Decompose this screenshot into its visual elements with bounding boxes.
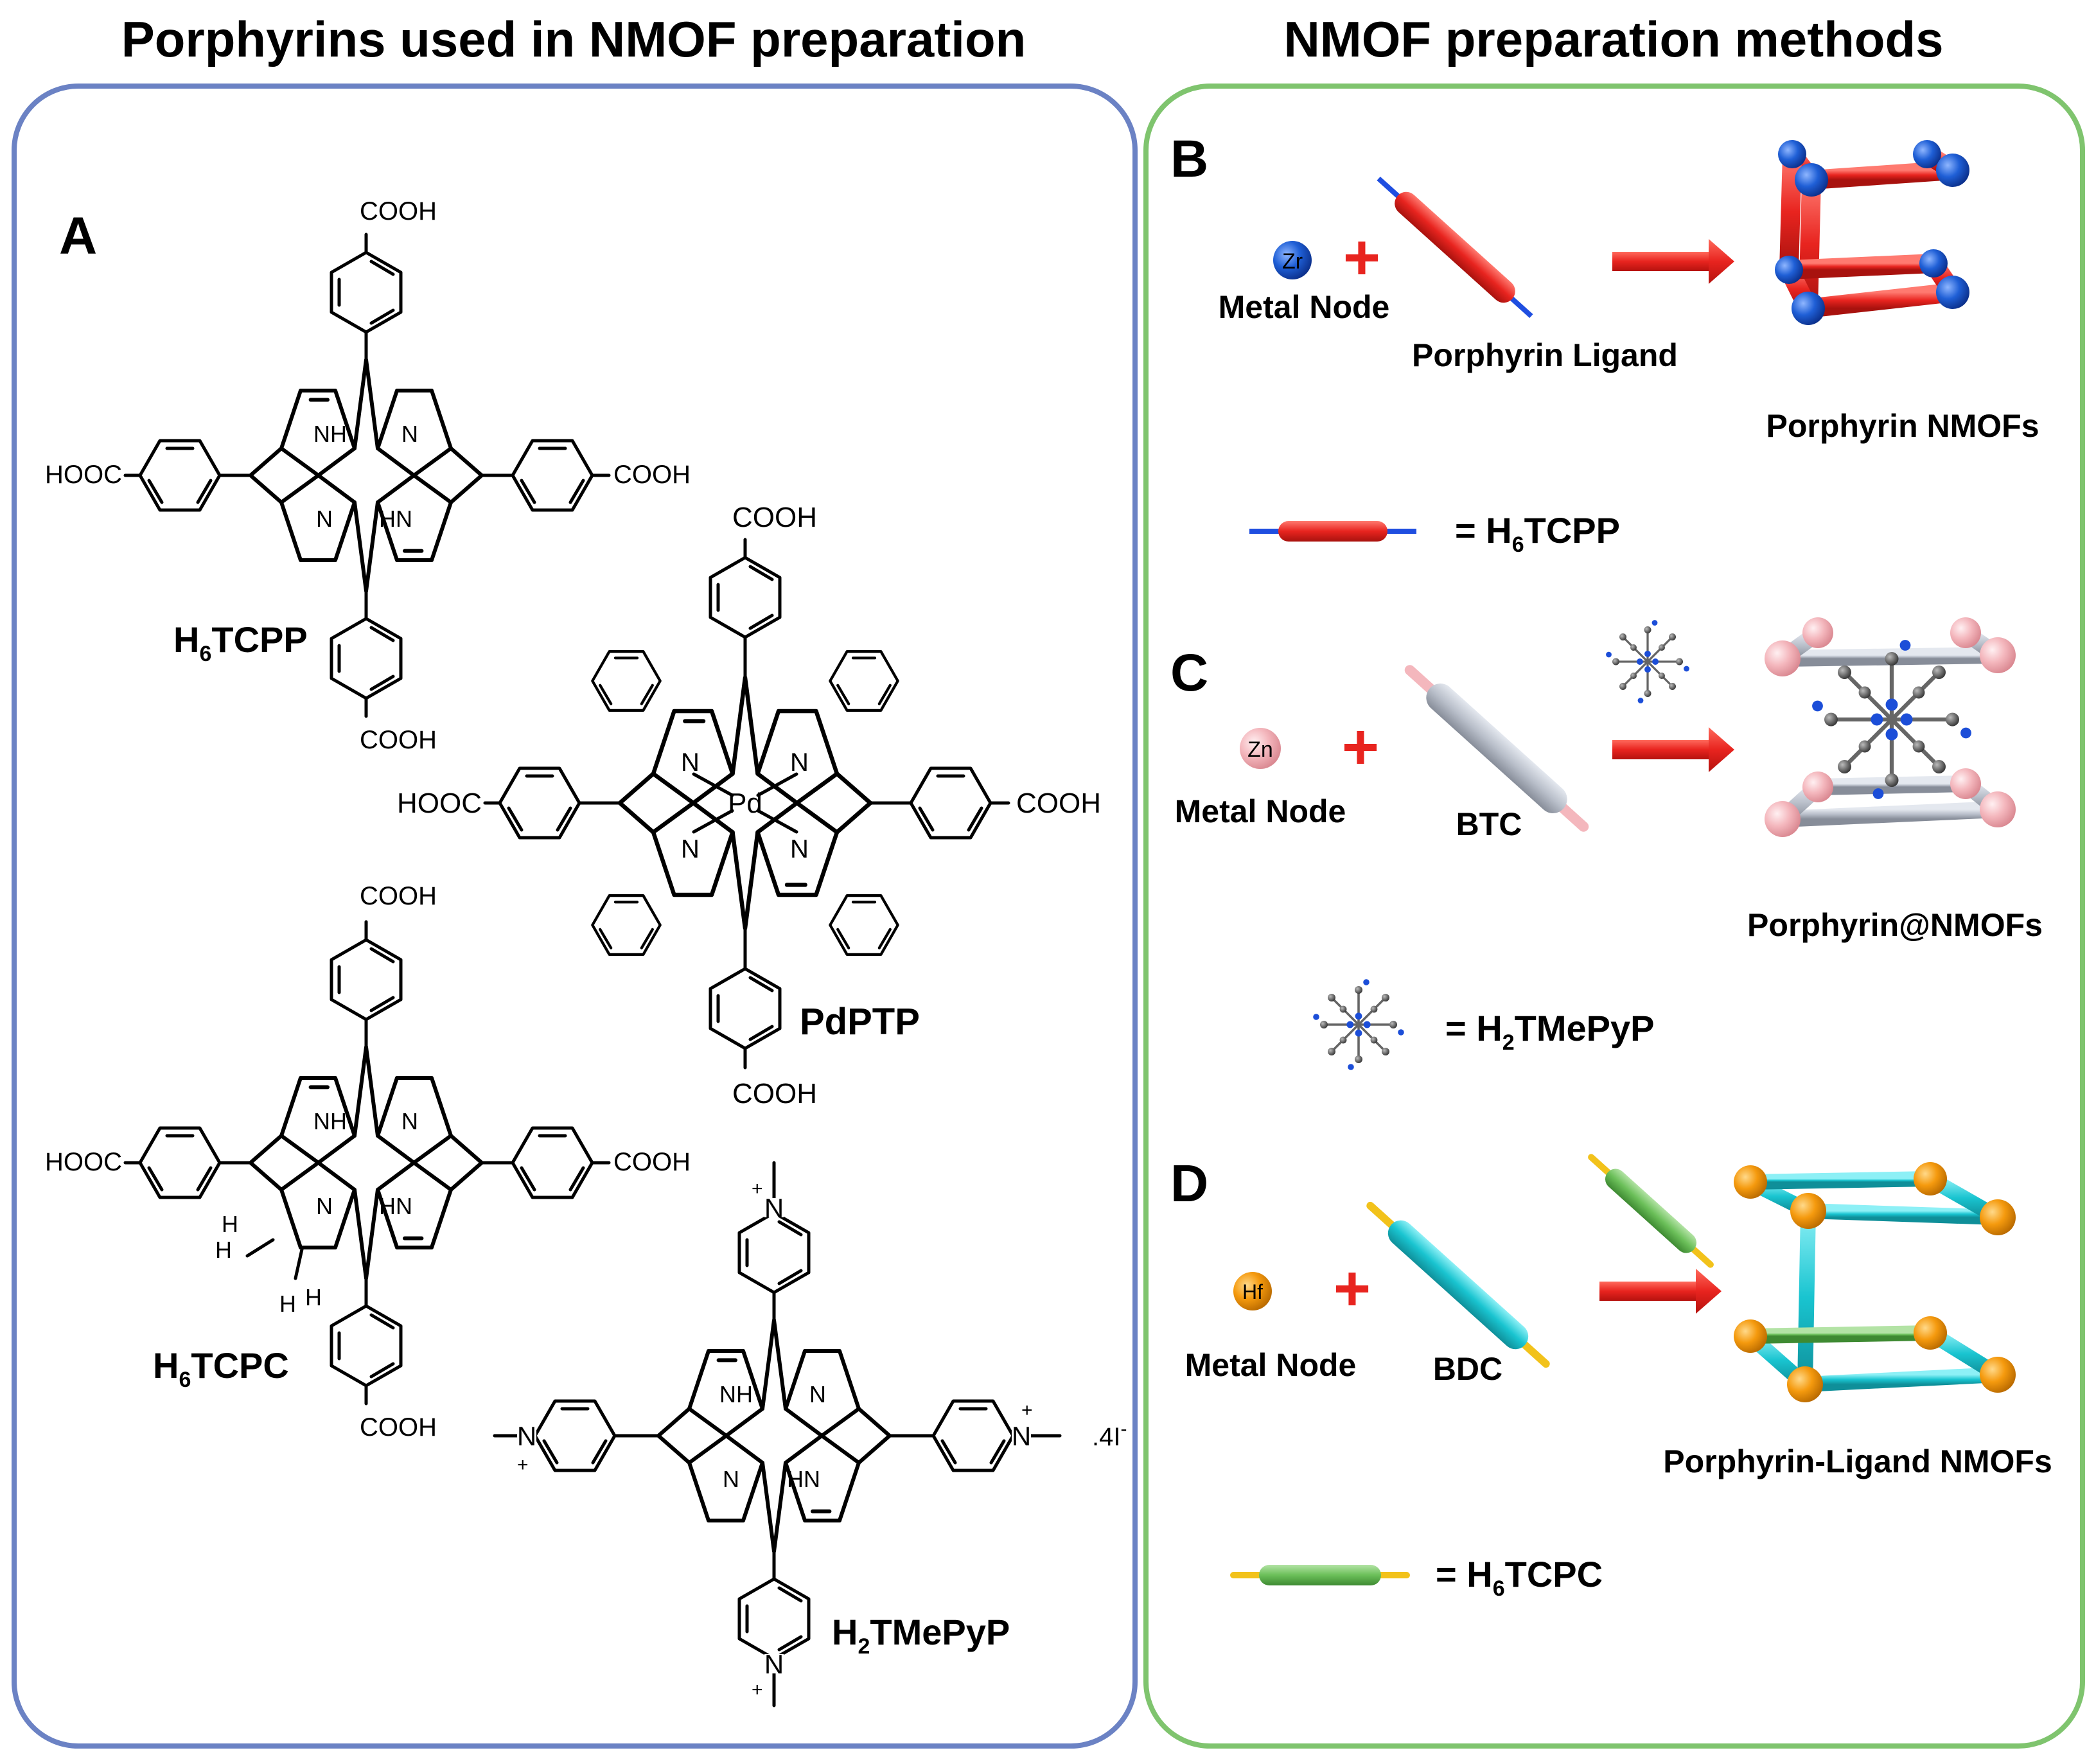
product-label-c: Porphyrin@NMOFs [1747,907,2043,943]
panel-label-b: B [1170,130,1208,188]
h6tcpc-cooh-right: COOH [613,1148,691,1176]
h6tcpc-cooh-top: COOH [360,882,437,910]
h2tmepyp-n-right: N [1012,1421,1031,1451]
h6tcpc-h2: H [215,1237,232,1263]
pdptp-name: PdPTP [800,1001,920,1043]
product-label-d: Porphyrin-Ligand NMOFs [1663,1443,2052,1479]
h6tcpp-cooh-top: COOH [360,197,437,225]
pdptp-cooh-bottom: COOH [732,1078,817,1109]
pdptp-cooh-top: COOH [732,502,817,533]
porphyrin-ligand-rod-d [1588,1154,1714,1268]
legend-c: = H2TMePyP [1445,1008,1654,1055]
metal-node-label-c: Metal Node [1175,793,1346,829]
metal-node-label-d: Metal Node [1185,1347,1357,1383]
panel-label-d: D [1170,1154,1208,1213]
panel-label-a: A [59,207,97,265]
zr-node [1273,241,1312,279]
h6tcpp-cooh-right: COOH [613,461,691,489]
h6tcpc-n-top: N [401,1108,418,1134]
btc-rod [1404,665,1589,832]
legend-porphyrin-h2tmepyp [1312,978,1405,1072]
zn-symbol: Zn [1247,737,1273,762]
arrow-d [1599,1269,1722,1314]
arrow-c [1612,727,1734,772]
linker-label-c: BTC [1456,806,1522,842]
h2tmepyp-name: H2TMePyP [832,1612,1010,1659]
hf-node [1233,1272,1272,1310]
zr-symbol: Zr [1282,249,1303,274]
structure-h2tmepyp: N + N + N + N + .4I- NH N N HN H2TMePyP [493,1161,1127,1707]
h6tcpc-nh: NH [313,1108,347,1134]
left-panel-frame [12,84,1138,1749]
method-b: B Zr + Metal Node Porphyrin Ligand [1170,130,2039,557]
h2tmepyp-n-bottom: N [764,1649,784,1679]
h2tmepyp-n-left: N [517,1421,536,1451]
arrow-b [1612,239,1734,284]
right-panel-frame [1143,84,2085,1749]
hf-symbol: Hf [1242,1280,1263,1303]
h6tcpp-n-bottom: N [316,506,333,532]
porphyrin-ligand-nmof-cube [1734,1162,2016,1402]
h2tmepyp-plus-left: + [517,1454,529,1476]
h6tcpc-hn: HN [379,1193,412,1219]
h6tcpp-n-top: N [401,421,418,447]
h2tmepyp-nh: NH [719,1381,753,1407]
plus-b: + [1343,222,1380,294]
h6tcpp-name: H6TCPP [173,619,308,666]
h6tcpp-hooc-left: HOOC [45,461,122,489]
porphyrin-nmof-cube [1775,140,1969,325]
method-c: C Zn + Metal Node BTC [1170,617,2043,1072]
h6tcpp-hn: HN [379,506,412,532]
legend-rod-h6tcpp [1249,521,1416,542]
structure-h6tcpc: COOH COOH HOOC COOH NH N N HN H H H H H6… [45,882,691,1442]
h6tcpc-name: H6TCPC [153,1345,289,1392]
h6tcpc-h4: H [305,1284,322,1310]
panel-label-c: C [1170,644,1208,702]
right-heading: NMOF preparation methods [1283,11,1943,67]
bdc-rod [1366,1201,1550,1368]
method-d: D Hf + Metal Node BDC [1170,1154,2052,1601]
h2tmepyp-plus-bottom: + [752,1679,763,1700]
pdptp-cooh-right: COOH [1016,788,1101,819]
h2tmepyp-hn: HN [787,1466,820,1492]
plus-d: + [1334,1253,1371,1325]
metal-node-label-b: Metal Node [1219,289,1390,325]
h2tmepyp-counter-ion: .4I- [1092,1418,1127,1451]
h6tcpc-hooc-left: HOOC [45,1148,122,1176]
pdptp-pd: Pd [728,788,762,819]
zn-node [1240,728,1281,769]
structure-h6tcpp: COOH COOH HOOC COOH NH N N HN H6TCPP [45,197,691,754]
pdptp-n3: N [681,835,700,863]
porphyrin-at-nmof-cube [1765,617,2016,837]
structure-pdptp: Pd N N N N COOH COOH HOOC COOH PdPTP [397,502,1101,1109]
linker-label-b: Porphyrin Ligand [1412,337,1678,373]
porphyrin-ligand-rod [1377,176,1533,319]
pdptp-hooc-left: HOOC [397,788,482,819]
plus-c: + [1342,711,1379,783]
h2tmepyp-plus-right: + [1021,1400,1033,1421]
linker-label-d: BDC [1433,1351,1502,1387]
h6tcpp-cooh-bottom: COOH [360,726,437,754]
porphyrin-guest-small [1605,619,1691,705]
h6tcpc-h1: H [222,1211,238,1237]
legend-d: = H6TCPC [1436,1554,1603,1601]
h6tcpc-cooh-bottom: COOH [360,1413,437,1442]
product-label-b: Porphyrin NMOFs [1766,408,2039,444]
pdptp-n4: N [790,835,809,863]
legend-b: = H6TCPP [1455,510,1620,557]
h2tmepyp-n-in-bottom: N [723,1466,739,1492]
legend-rod-h6tcpc [1230,1565,1410,1585]
left-heading: Porphyrins used in NMOF preparation [121,11,1026,67]
h6tcpp-nh: NH [313,421,347,447]
h6tcpc-h3: H [279,1291,296,1317]
h6tcpc-n-bottom: N [316,1193,333,1219]
h2tmepyp-n-top: N [764,1193,784,1223]
h2tmepyp-n-in-top: N [809,1381,826,1407]
pdptp-n2: N [790,748,809,777]
h2tmepyp-plus-top: + [752,1178,763,1199]
pdptp-n1: N [681,748,700,777]
